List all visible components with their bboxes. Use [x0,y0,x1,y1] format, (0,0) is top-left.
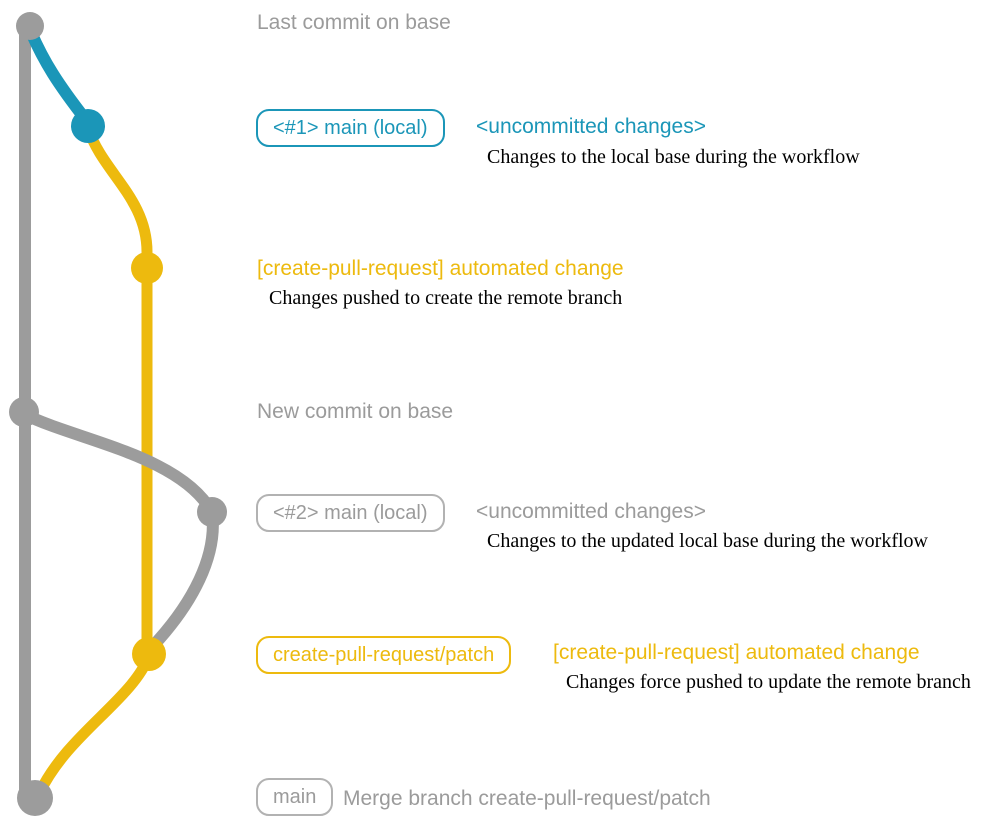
branch-badge-main-local-2: <#2> main (local) [256,494,445,532]
local-main-branch-line [25,26,92,126]
merge-note: Merge branch create-pull-request/patch [343,787,711,810]
row1-caption: Changes to the local base during the wor… [487,146,860,168]
branch-badge-main: main [256,778,334,816]
commit-dot-merge [17,780,53,816]
row3-title: <uncommitted changes> [476,500,706,523]
commit-dot-force-push [132,637,166,671]
patch-branch-line [82,122,153,654]
branch-badge-main-local-1: <#1> main (local) [256,109,445,147]
rebased-local-branch-line [18,408,219,652]
commit-dot-local-main-2 [197,497,227,527]
commit-dot-last-base [16,12,44,40]
last-commit-note: Last commit on base [257,11,451,34]
row3-caption: Changes to the updated local base during… [487,530,928,552]
patch-branch-merge-line [34,650,155,798]
new-commit-note: New commit on base [257,400,454,423]
row2-title: [create-pull-request] automated change [257,257,624,280]
commit-dot-automated-change [131,252,163,284]
commit-graph [9,12,227,816]
branch-badge-patch: create-pull-request/patch [256,636,512,674]
commit-dot-new-base [9,397,39,427]
row4-title: [create-pull-request] automated change [553,641,920,664]
commit-dot-local-main-1 [71,109,105,143]
row2-caption: Changes pushed to create the remote bran… [269,287,623,309]
row1-title: <uncommitted changes> [476,115,706,138]
row4-caption: Changes force pushed to update the remot… [566,671,971,693]
